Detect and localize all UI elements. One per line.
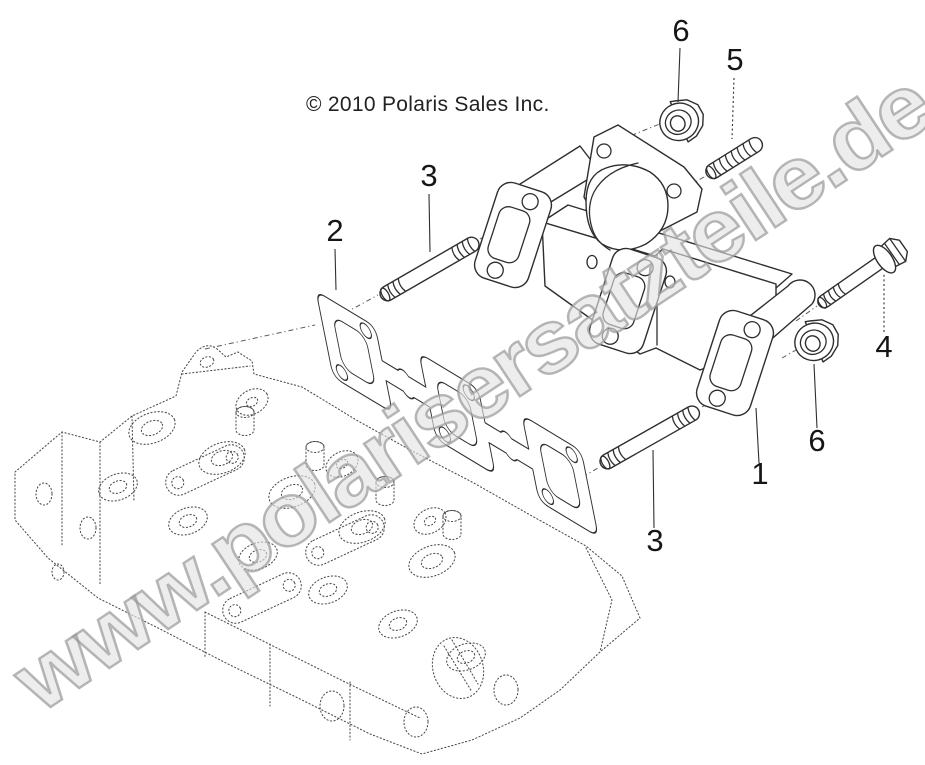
- manifold-flange-a: [473, 181, 553, 289]
- exhaust-manifold-drawing: [473, 124, 816, 417]
- manifold-flange-c: [695, 309, 775, 417]
- stud-short-drawing: [705, 136, 764, 180]
- callout-6-right: 6: [808, 423, 825, 458]
- callout-3-upper: 3: [420, 158, 437, 193]
- callout-3-lower: 3: [646, 523, 663, 558]
- callout-2: 2: [326, 213, 343, 248]
- callout-4: 4: [875, 329, 892, 364]
- flange-bolt-drawing: [817, 237, 909, 309]
- callout-1: 1: [751, 456, 768, 491]
- callout-6-top: 6: [672, 13, 689, 48]
- manifold-flange-b: [588, 247, 668, 355]
- watermark-text: www.polarisersatzteile.de: [0, 54, 925, 731]
- flange-nut-right-drawing: [794, 319, 839, 363]
- stud-upper-drawing: [379, 236, 480, 302]
- stud-lower-drawing: [599, 405, 701, 470]
- flange-nut-top-drawing: [659, 99, 704, 143]
- cylinder-head-drawing: [14, 345, 641, 755]
- exhaust-gasket-drawing: [317, 294, 598, 534]
- callout-leader-lines: [334, 47, 885, 529]
- copyright-notice: © 2010 Polaris Sales Inc.: [306, 93, 550, 116]
- callout-5: 5: [726, 42, 743, 77]
